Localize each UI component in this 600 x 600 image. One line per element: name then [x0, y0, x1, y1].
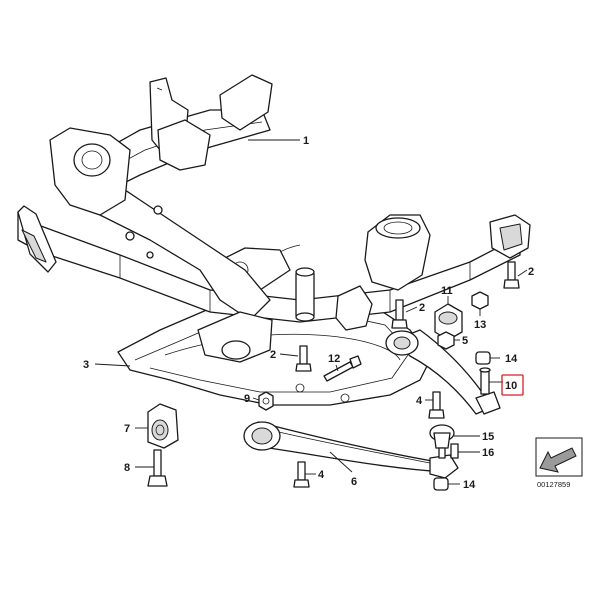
part-13-nut [471, 291, 489, 310]
callout-6: 6 [351, 476, 357, 488]
callout-4-right: 4 [416, 395, 423, 407]
callout-4-lower: 4 [318, 469, 325, 481]
callout-5: 5 [462, 335, 468, 347]
callout-7: 7 [124, 423, 130, 435]
leader-lines [94, 139, 528, 485]
part-9-nut [258, 391, 274, 411]
callout-15: 15 [482, 431, 494, 443]
part-10-wishbone [385, 329, 501, 415]
callout-2-center: 2 [419, 302, 425, 314]
part-11-rubber-mount [434, 303, 463, 341]
part-15-ball-joint [429, 424, 455, 459]
callout-labels: 1 2 2 2 3 4 4 5 6 7 8 9 10 11 12 13 14 1… [83, 135, 534, 491]
part-8-bolt [147, 449, 168, 487]
part-7-bushing [147, 403, 179, 449]
callout-13: 13 [474, 319, 486, 331]
part-4-bolt-lower [293, 461, 310, 488]
part-14-cap-lower [433, 477, 449, 491]
callout-12: 12 [328, 353, 340, 365]
part-6-control-arm [243, 421, 459, 479]
part-4-bolt-right [428, 391, 445, 419]
callout-3: 3 [83, 359, 89, 371]
direction-arrow-icon [535, 437, 583, 477]
callout-11: 11 [441, 285, 453, 297]
callout-10: 10 [505, 380, 517, 392]
callout-9: 9 [244, 393, 250, 405]
callout-1: 1 [303, 135, 309, 147]
callout-2-right: 2 [528, 266, 534, 278]
part-12-bolt [323, 355, 362, 382]
part-2-bolt-center [391, 299, 408, 329]
callout-8: 8 [124, 462, 130, 474]
callout-10-highlight-box [501, 374, 524, 396]
catalog-number: 00127859 [537, 480, 570, 489]
part-1-front-axle-carrier [17, 74, 531, 363]
callout-2-left: 2 [270, 349, 276, 361]
part-2-bolt-left [295, 345, 312, 372]
callout-14-upper: 14 [505, 353, 518, 365]
callout-14-lower: 14 [463, 479, 476, 491]
callout-16: 16 [482, 447, 494, 459]
part-2-bolt-right [503, 261, 520, 289]
part-14-cap-upper [475, 351, 491, 365]
part-16-bolt [450, 443, 459, 459]
part-5-nut [437, 331, 455, 350]
